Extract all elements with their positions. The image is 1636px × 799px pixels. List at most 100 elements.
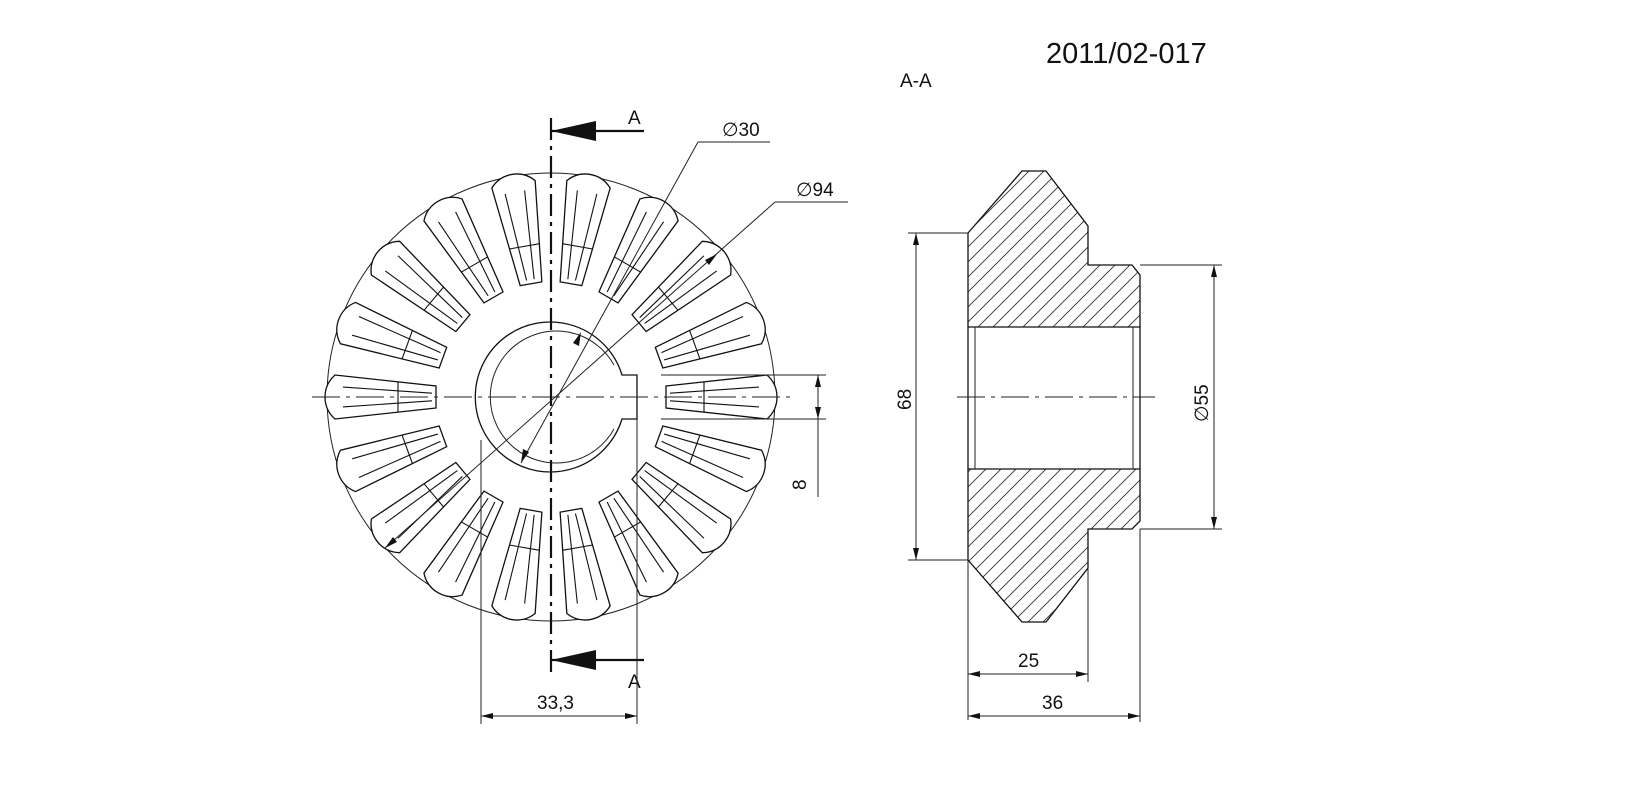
hatch-line — [1300, 150, 1636, 650]
hatch-line — [968, 171, 1081, 327]
tooth-flank-line — [606, 501, 647, 583]
tooth-cross-line — [401, 330, 414, 360]
hatch-line — [1630, 150, 1636, 650]
tooth-flank-line — [661, 316, 744, 354]
hatch-line — [1044, 171, 1140, 327]
hatch-line — [1555, 150, 1636, 650]
tooth-flank-line — [606, 211, 647, 293]
hatch-line — [1630, 150, 1636, 650]
hatch-line — [1180, 150, 1636, 650]
hatch-line — [1345, 150, 1636, 650]
tooth-flank-line — [384, 470, 458, 524]
tooth-flank-line — [574, 513, 598, 601]
gear-tooth — [491, 173, 543, 287]
tooth-flank-line — [613, 497, 665, 573]
hatch-line — [1390, 150, 1636, 650]
gear-tooth — [631, 240, 732, 333]
tooth-cross-line — [613, 256, 642, 273]
hatch-line — [968, 171, 1140, 327]
hatch-line — [1465, 150, 1636, 650]
gear-tooth — [370, 461, 471, 554]
dim-outer-diameter: ∅94 — [384, 180, 848, 549]
hatch-line — [1345, 150, 1636, 650]
hatch-line — [1360, 150, 1636, 650]
hatch-line — [1525, 150, 1636, 650]
hatch-line — [1150, 150, 1636, 650]
hatch-line — [1195, 150, 1636, 650]
tooth-flank-line — [384, 270, 458, 324]
dim-face-height: 68 — [895, 232, 968, 561]
bore-diameter-label: ∅30 — [722, 120, 760, 141]
hatch-line — [1315, 150, 1636, 650]
gear-tooth — [598, 490, 679, 598]
tooth-flank-line — [567, 190, 578, 280]
tooth-cross-line — [423, 286, 445, 311]
hatch-line — [1585, 150, 1636, 650]
hatch-line — [1210, 150, 1636, 650]
hatch-line — [1615, 150, 1636, 650]
keyway-width-label: 8 — [790, 479, 811, 490]
dim-hub-length: 25 — [967, 560, 1089, 720]
hatch-line — [1014, 171, 1140, 327]
hatch-line — [1074, 171, 1140, 327]
tooth-cross-line — [509, 243, 540, 250]
hatch-line — [1585, 150, 1636, 650]
gear-tooth — [559, 507, 611, 621]
section-view: 68 ∅55 25 36 — [895, 150, 1636, 722]
hatch-line — [1570, 150, 1636, 650]
hatch-line — [1570, 150, 1636, 650]
hatch-line — [1270, 150, 1636, 650]
hatch-line — [1059, 469, 1140, 622]
hatch-line — [1255, 150, 1636, 650]
hatch-line — [968, 469, 1140, 622]
hatch-line — [1165, 150, 1636, 650]
hatch-line — [1104, 469, 1140, 622]
hatch-line — [1480, 150, 1636, 650]
hatch-line — [1285, 150, 1636, 650]
gear-tooth — [631, 461, 732, 554]
hatch-line — [968, 171, 1140, 327]
tooth-cross-line — [509, 544, 540, 551]
hatch-line — [1525, 150, 1636, 650]
tooth-flank-line — [342, 386, 433, 394]
keyway-depth-label: 33,3 — [537, 693, 574, 714]
section-title: A-A — [900, 71, 932, 92]
tooth-flank-line — [352, 433, 439, 460]
hatch-line — [968, 171, 1126, 327]
tooth-flank-line — [613, 221, 665, 297]
dim-keyway-depth: 33,3 — [480, 419, 638, 724]
hatch-line — [968, 171, 1140, 327]
hatch-line — [1165, 150, 1636, 650]
section-arrow-top: A — [551, 108, 644, 141]
hatch-line — [968, 469, 1140, 622]
tooth-flank-line — [663, 433, 750, 460]
tooth-flank-line — [644, 270, 718, 324]
hatch-line — [1435, 150, 1636, 650]
hatch-line — [1029, 171, 1140, 327]
gear-tooth — [370, 240, 471, 333]
hatch-line — [1360, 150, 1636, 650]
tooth-cross-line — [613, 521, 642, 538]
hatch-line — [1300, 150, 1636, 650]
hatch-line — [1330, 150, 1636, 650]
dim-hub-diameter: ∅55 — [1140, 264, 1222, 530]
hatch-line — [968, 171, 1140, 327]
hatch-line — [1315, 150, 1636, 650]
hatch-line — [1240, 150, 1636, 650]
hatch-line — [1405, 150, 1636, 650]
hatch-line — [1074, 469, 1140, 622]
hatch-line — [968, 171, 1140, 327]
hatch-line — [1225, 150, 1636, 650]
tooth-cross-line — [657, 483, 679, 508]
tooth-flank-line — [455, 501, 496, 583]
tooth-cross-line — [423, 483, 445, 508]
hatch-line — [1255, 150, 1636, 650]
dim-bore-diameter: ∅30 — [520, 120, 770, 464]
tooth-cross-line — [460, 521, 489, 538]
hatch-line — [1089, 171, 1140, 327]
hatch-line — [1510, 150, 1636, 650]
tooth-flank-line — [504, 513, 528, 601]
hatch-line — [968, 469, 1140, 622]
tooth-flank-line — [567, 514, 578, 604]
